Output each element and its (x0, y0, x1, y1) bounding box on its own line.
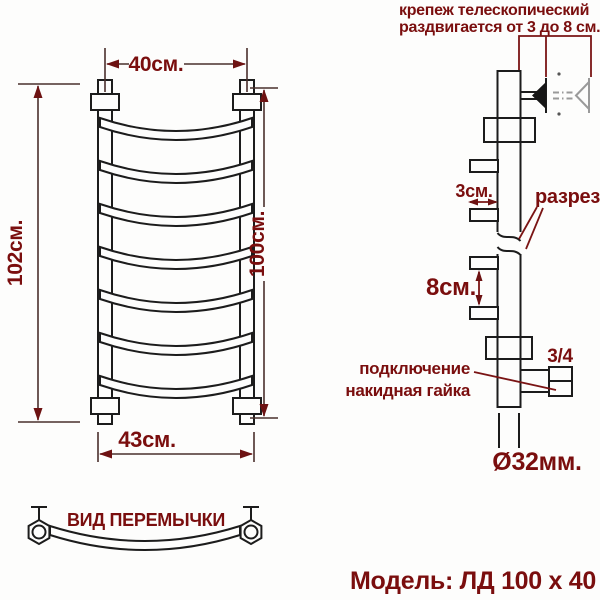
rung (99, 159, 253, 184)
mount-note-line1: крепеж телескопический (399, 2, 589, 19)
bracket-bottom-right (232, 397, 262, 415)
pipe-break (495, 232, 523, 256)
crossbar-view: ВИД ПЕРЕМЫЧКИ (27, 506, 263, 551)
connection-label-line1: подключение (359, 359, 470, 378)
wall-anchor (521, 72, 590, 116)
section-label: разрез (535, 186, 600, 208)
crossbar-view-title: ВИД ПЕРЕМЫЧКИ (67, 510, 225, 530)
pipe-diameter-label: Ø32мм. (492, 448, 581, 476)
dim-height-left-label: 102см. (4, 220, 27, 286)
dim-rung-spacing-label: 8см. (426, 274, 476, 301)
connection-label-line2: накидная гайка (345, 381, 470, 400)
bracket-bottom-left (90, 397, 120, 415)
crossbar-fitting-left (27, 506, 51, 546)
anchor-cone (532, 82, 546, 109)
model-title: Модель: ЛД 100 х 40 (350, 567, 596, 595)
dim-height-right: 100см. (246, 87, 278, 419)
dim-width-top-label: 40см. (129, 53, 184, 76)
rung (99, 331, 253, 356)
crossbar-fitting-right (239, 506, 263, 546)
connection-nut: 3/4 (521, 346, 574, 397)
connection-callout: подключение накидная гайка (345, 359, 557, 400)
bracket-top-right (232, 93, 262, 111)
side-view: крепеж телескопический раздвигается от 3… (345, 2, 600, 476)
rung-stub (469, 159, 499, 173)
rung-stub (469, 208, 499, 222)
pipe-diameter: Ø32мм. (492, 413, 582, 476)
dim-width-bottom: 43см. (97, 427, 255, 462)
side-bracket-top (483, 117, 536, 143)
front-view: 40см. 102см. 100см. 43 (4, 48, 278, 462)
rung (99, 374, 253, 399)
dim-width-top: 40см. (104, 48, 248, 92)
rung (99, 288, 253, 313)
dim-rung-spacing: 8см. (426, 270, 483, 306)
dot (557, 72, 561, 76)
front-rungs (99, 116, 253, 399)
anchor-cone-ghost (574, 79, 590, 112)
dim-height-right-label: 100см. (246, 211, 269, 277)
dim-bracket-depth: 3см. (455, 181, 498, 206)
rung (99, 245, 253, 270)
mount-note-line2: раздвигается от 3 до 8 см. (399, 19, 600, 36)
thread-size-label: 3/4 (547, 346, 573, 367)
dim-width-bottom-label: 43см. (118, 427, 176, 452)
dim-height-left: 102см. (4, 83, 80, 423)
rung-stub (469, 306, 499, 320)
rung (99, 116, 253, 141)
telescopic-range-bracket (518, 35, 592, 77)
side-bracket-bottom (485, 336, 533, 360)
rung-stub (469, 256, 499, 270)
bracket-top-left (90, 93, 120, 111)
dot (557, 112, 561, 116)
section-callout: разрез (518, 186, 600, 250)
dim-bracket-depth-label: 3см. (455, 181, 492, 201)
rung (99, 202, 253, 227)
